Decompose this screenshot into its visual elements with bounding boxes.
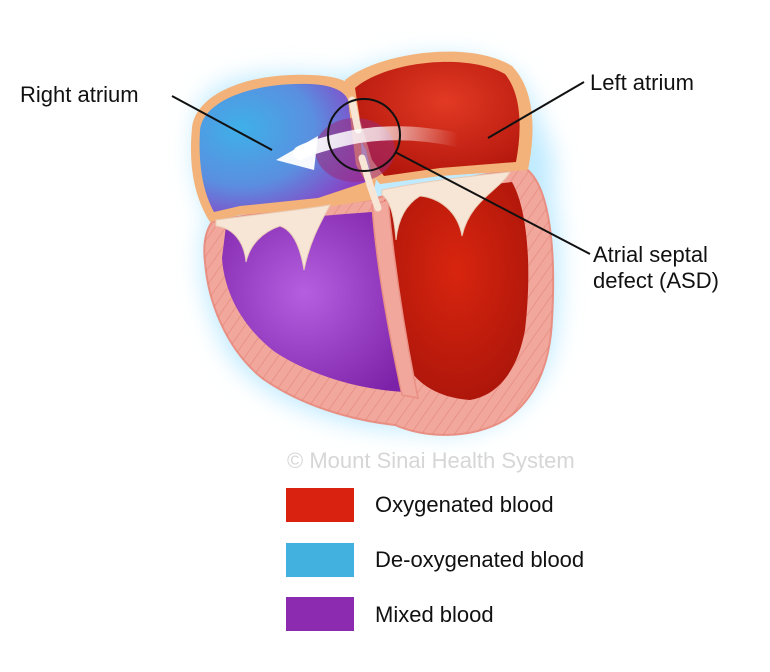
legend-swatch-deoxygenated xyxy=(286,543,354,577)
right-atrium-label: Right atrium xyxy=(20,82,139,107)
legend-label-deoxygenated: De-oxygenated blood xyxy=(375,547,584,572)
asd-label-line2: defect (ASD) xyxy=(593,268,719,293)
legend-swatch-mixed xyxy=(286,597,354,631)
legend-label-mixed: Mixed blood xyxy=(375,602,494,627)
left-atrium-label: Left atrium xyxy=(590,70,694,95)
legend-swatch-oxygenated xyxy=(286,488,354,522)
asd-label-line1: Atrial septal xyxy=(593,242,708,267)
legend-label-oxygenated: Oxygenated blood xyxy=(375,492,554,517)
copyright-watermark: © Mount Sinai Health System xyxy=(287,448,575,473)
legend: Oxygenated blood De-oxygenated blood Mix… xyxy=(286,488,584,631)
